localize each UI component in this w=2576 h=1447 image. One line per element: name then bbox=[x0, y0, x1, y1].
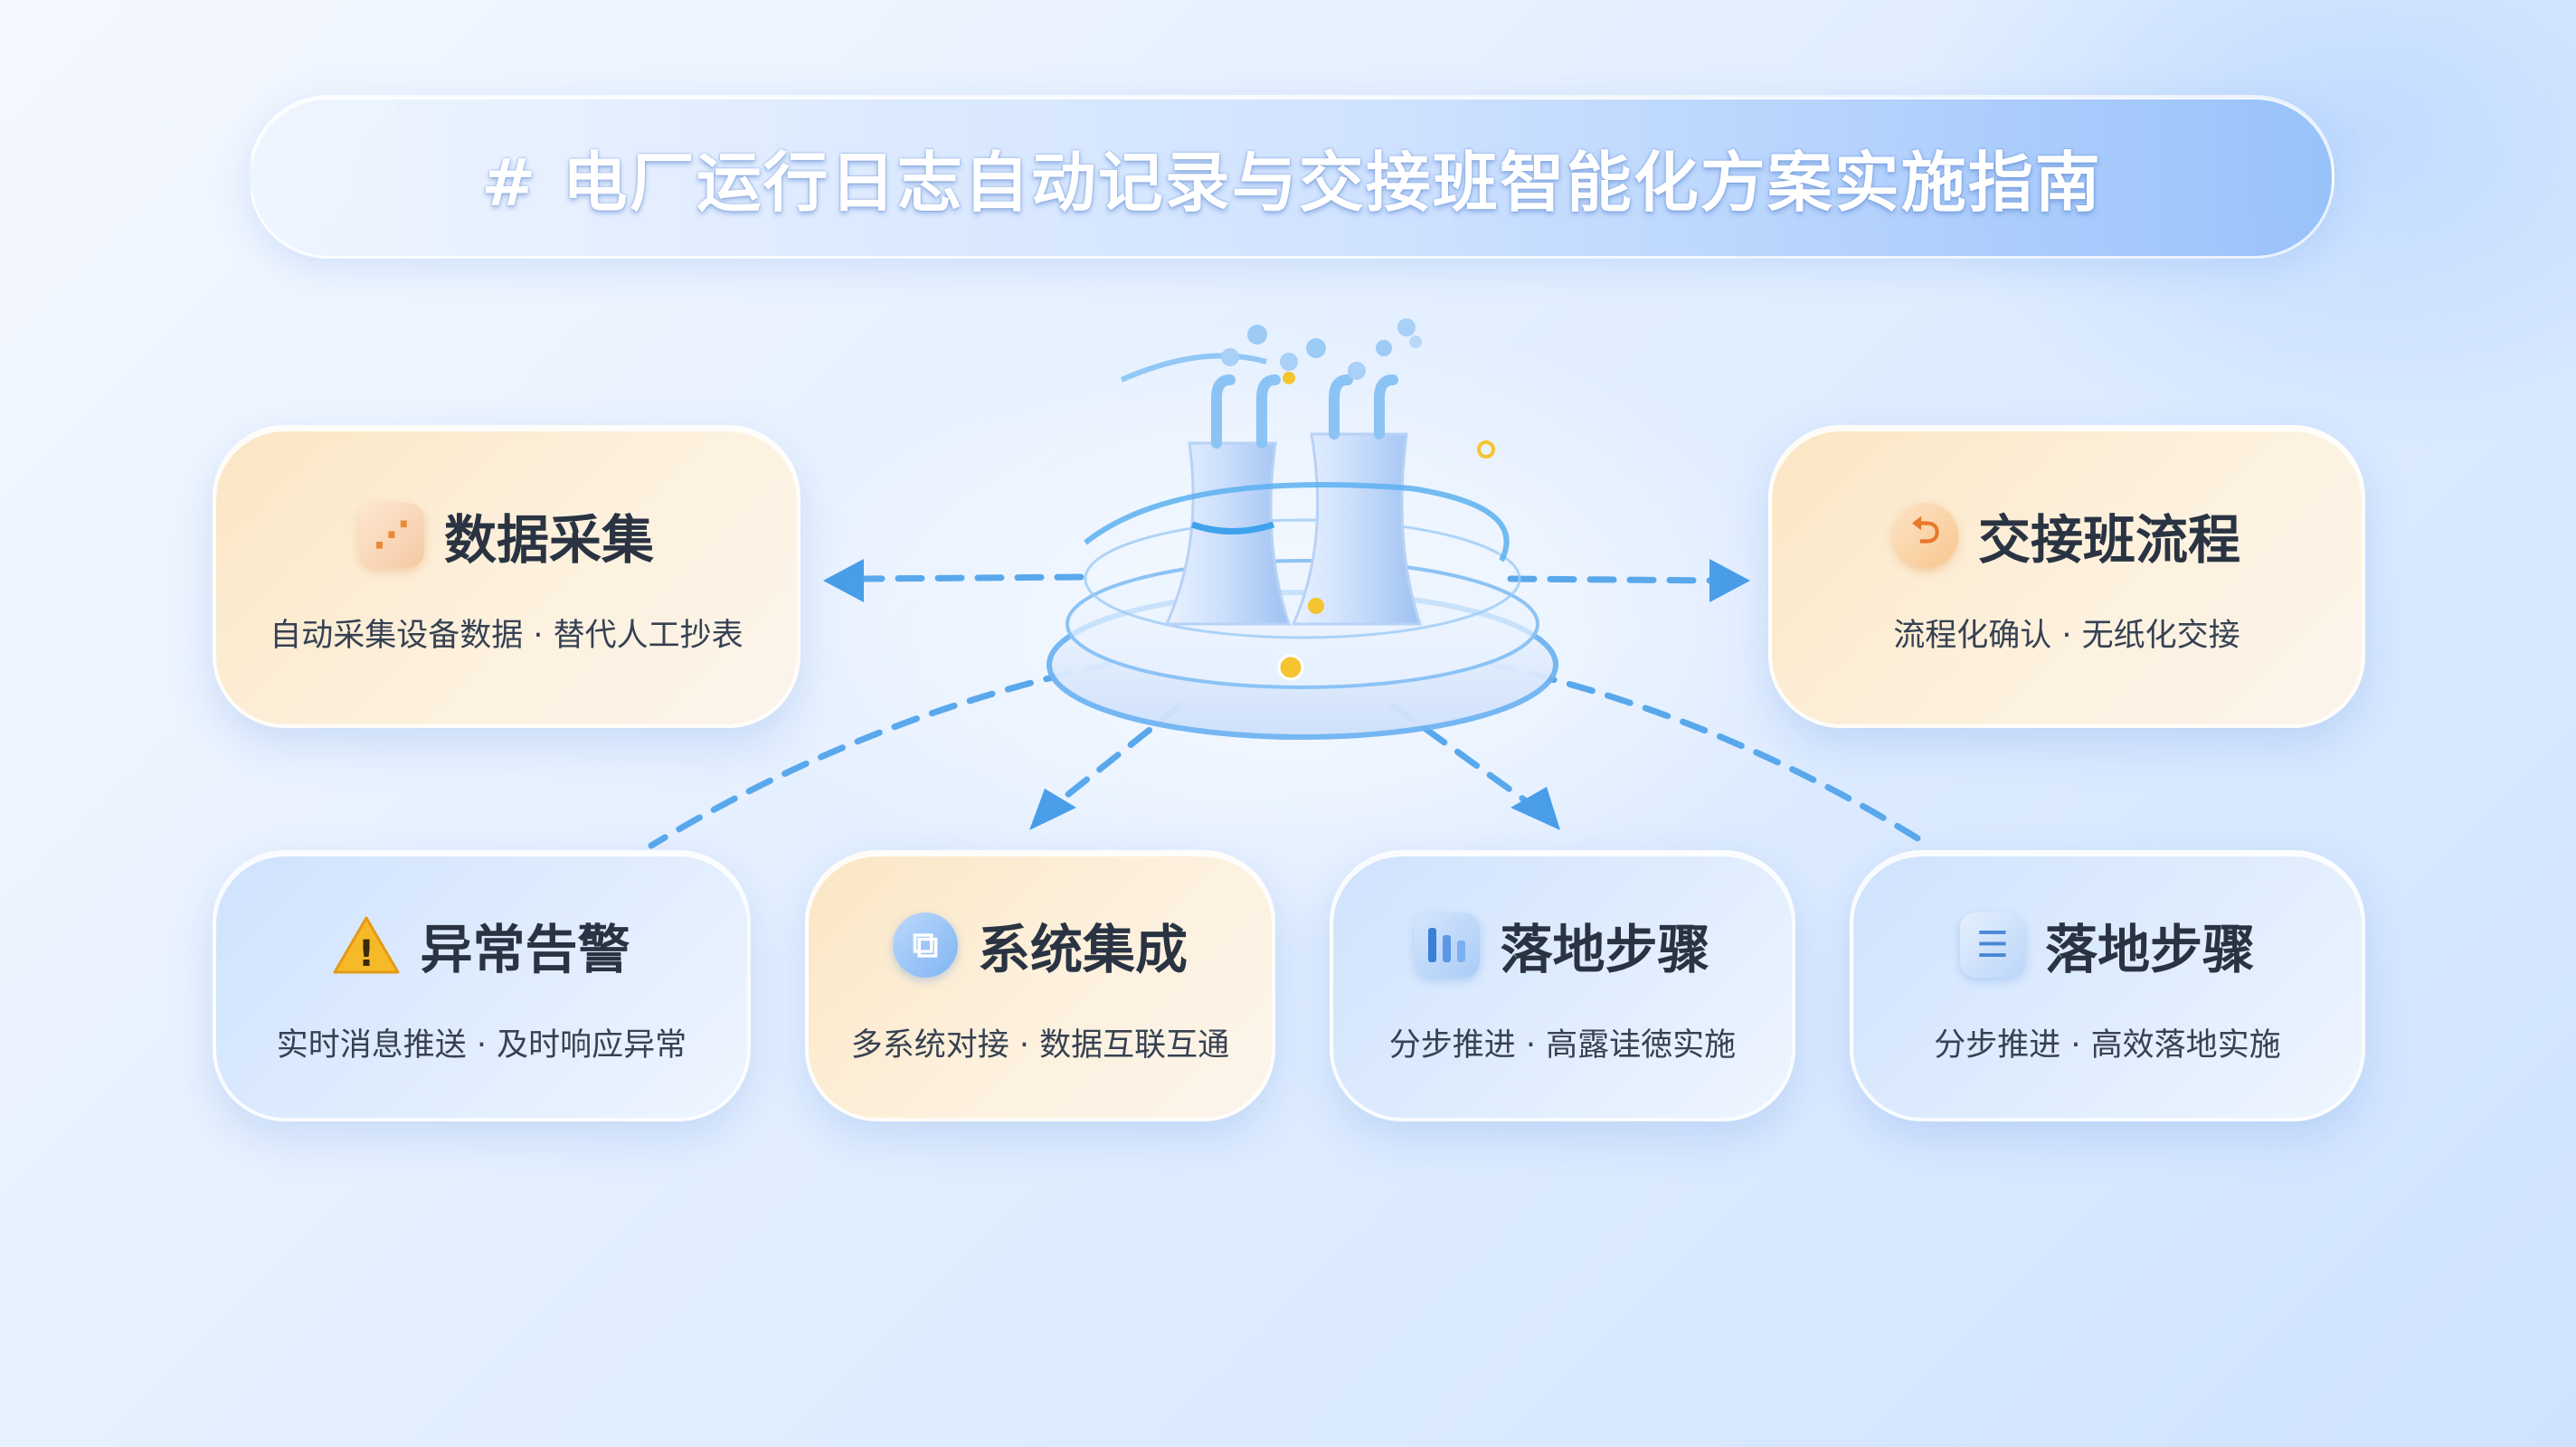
card-description: 实时消息推送 · 及时响应异常 bbox=[276, 1026, 687, 1064]
card-title: 异常告警 bbox=[420, 918, 630, 980]
card-description: 自动采集设备数据 · 替代人工抄表 bbox=[270, 618, 743, 654]
connector-to-steps1 bbox=[1389, 702, 1541, 813]
integration-icon: ⧉ bbox=[892, 912, 958, 978]
card-description: 分步推进 · 高效落地实施 bbox=[1934, 1026, 2281, 1064]
card-header: ! 异常告警 bbox=[333, 907, 630, 983]
arrowhead-right bbox=[1709, 559, 1750, 602]
data-chart-icon: ⋰ bbox=[358, 503, 424, 568]
card-header: ⧉ 系统集成 bbox=[892, 907, 1188, 983]
card-title: 落地步骤 bbox=[1500, 918, 1710, 980]
connector-to-system bbox=[1046, 702, 1184, 813]
page-title: # 电厂运行日志自动记录与交接班智能化方案实施指南 bbox=[481, 145, 2102, 221]
card-title: 系统集成 bbox=[977, 918, 1188, 980]
connector-to-alert bbox=[648, 661, 1112, 849]
card-header: ⋰ 数据采集 bbox=[358, 497, 654, 573]
card-data-collection[interactable]: ⋰ 数据采集 自动采集设备数据 · 替代人工抄表 bbox=[213, 425, 800, 728]
card-title: 落地步骤 bbox=[2044, 918, 2255, 980]
handover-arrow-icon: ⮌ bbox=[1892, 503, 1958, 568]
card-description: 流程化确认 · 无纸化交接 bbox=[1893, 618, 2240, 654]
card-implementation-steps-2[interactable]: ☰ 落地步骤 分步推进 · 高效落地实施 bbox=[1850, 850, 2365, 1121]
document-list-icon: ☰ bbox=[1959, 912, 2025, 978]
card-header: ☰ 落地步骤 bbox=[1959, 907, 2255, 983]
power-plant-illustration bbox=[1046, 318, 1558, 740]
card-description: 分步推进 · 高露诖徳实施 bbox=[1388, 1026, 1737, 1064]
card-handover-process[interactable]: ⮌ 交接班流程 流程化确认 · 无纸化交接 bbox=[1768, 425, 2365, 728]
steps-bars-icon bbox=[1415, 912, 1481, 978]
arrowhead-left bbox=[823, 559, 864, 602]
card-implementation-steps-1[interactable]: 落地步骤 分步推进 · 高露诖徳实施 bbox=[1330, 850, 1795, 1121]
card-title: 交接班流程 bbox=[1977, 509, 2240, 571]
card-header: 落地步骤 bbox=[1415, 907, 1710, 983]
title-banner: # 电厂运行日志自动记录与交接班智能化方案实施指南 bbox=[249, 95, 2334, 259]
warning-triangle-icon: ! bbox=[333, 913, 400, 978]
card-header: ⮌ 交接班流程 bbox=[1892, 497, 2240, 573]
card-description: 多系统对接 · 数据互联互通 bbox=[850, 1026, 1230, 1064]
connector-to-data bbox=[860, 573, 1084, 582]
card-title: 数据采集 bbox=[443, 509, 654, 571]
arrowhead-system bbox=[1029, 789, 1076, 830]
arrowhead-steps1 bbox=[1511, 787, 1560, 830]
card-system-integration[interactable]: ⧉ 系统集成 多系统对接 · 数据互联互通 bbox=[805, 850, 1275, 1121]
connector-to-handover bbox=[1507, 575, 1727, 584]
card-anomaly-alert[interactable]: ! 异常告警 实时消息推送 · 及时响应异常 bbox=[213, 850, 751, 1121]
warning-glyph: ! bbox=[358, 933, 374, 975]
connector-to-steps2 bbox=[1489, 661, 1926, 845]
